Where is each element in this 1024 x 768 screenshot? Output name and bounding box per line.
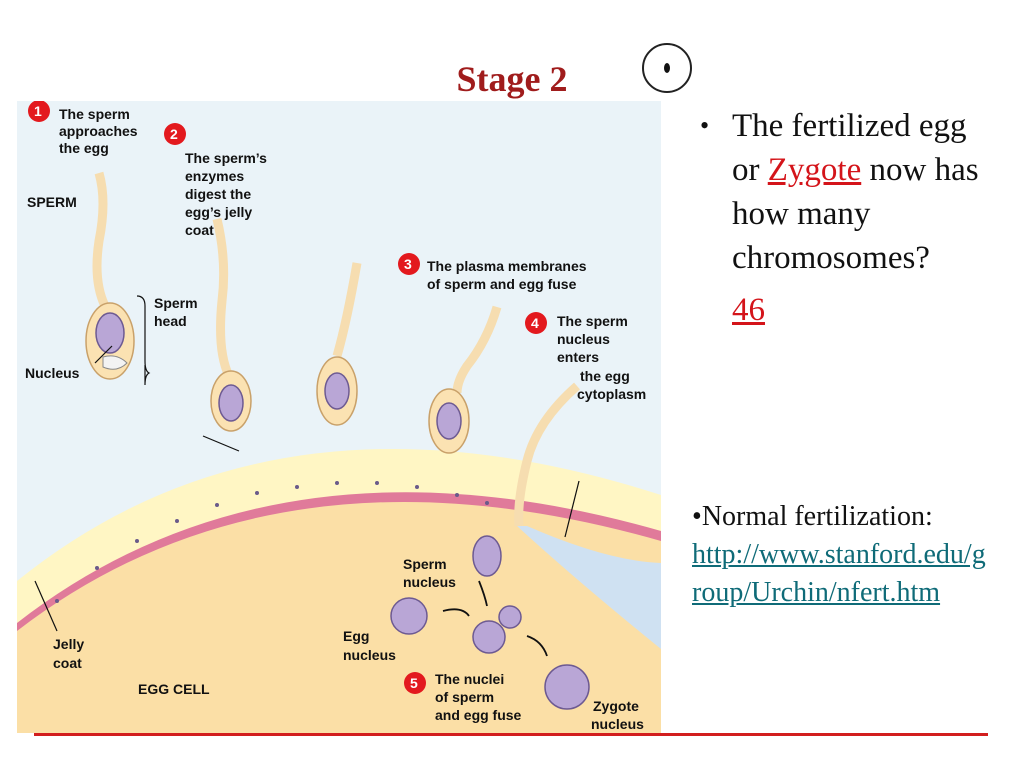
slide-title: Stage 2 [456,59,568,99]
svg-text:3: 3 [404,256,412,272]
step2-line2: enzymes [185,168,244,184]
egg-nucleus [390,597,428,635]
pointer-lines [34,295,580,632]
step2-line3: digest the [185,186,251,202]
answer-link[interactable]: 46 [732,292,765,328]
sperm-fusing [316,262,362,426]
normal-fertilization-label: Normal fertilization: [701,501,933,532]
sperm-tail-entering [514,382,580,527]
step4-line3: enters [557,349,599,365]
svg-text:5: 5 [410,675,418,691]
sperm-nucleus [472,535,502,577]
stanford-link[interactable]: http://www.stanford.edu/group/Urchin/nfe… [692,539,986,608]
step4-line5: cytoplasm [577,386,646,402]
step-badge-5: 5 [404,672,426,694]
sperm-digesting [210,217,252,432]
zygote-label-1: Zygote [593,698,639,714]
step5-line2: of sperm [435,689,494,705]
process-arrows [442,580,548,657]
step1-line1: The sperm [59,106,130,122]
jelly-label-2: coat [53,655,82,671]
sperm-free [85,171,135,380]
membrane-granules [55,481,489,603]
sperm-nucleus-label-1: Sperm [403,556,447,572]
question-text: The fertilized egg or Zygote now has how… [732,104,1002,332]
footer-divider [34,733,988,736]
step1-line3: the egg [59,140,109,156]
question-prefix: The fertilized egg or [732,108,967,188]
step2-line5: coat [185,222,214,238]
step-badge-1: 1 [28,101,50,122]
sperm-head-label-1: Sperm [154,295,198,311]
sperm-entering [428,305,502,454]
step4-line4: the egg [580,368,630,384]
egg-cell-label: EGG CELL [138,681,210,697]
step2-line4: egg’s jelly [185,204,252,220]
step1-line2: approaches [59,123,138,139]
nucleus-label: Nucleus [25,365,80,381]
zygote-link[interactable]: Zygote [767,152,862,188]
fusing-nuclei [472,605,522,654]
sperm-head-label-2: head [154,313,187,329]
cursor-icon [642,43,692,93]
bullet-icon: • [700,111,710,140]
normal-fertilization-block: •Normal fertilization: http://www.stanfo… [692,498,992,612]
step-badge-2: 2 [164,123,186,145]
normal-bullet-icon: • [692,501,702,532]
jelly-label-1: Jelly [53,636,84,652]
zygote-nucleus [544,664,590,710]
fertilization-envelope [517,526,661,649]
step5-line3: and egg fuse [435,707,522,723]
step3-line2: of sperm and egg fuse [427,276,577,292]
step4-line2: nucleus [557,331,610,347]
sperm-nucleus-label-2: nucleus [403,574,456,590]
step-badge-3: 3 [398,253,420,275]
step2-line1: The sperm’s [185,150,267,166]
egg-nucleus-label-1: Egg [343,628,369,644]
egg-nucleus-label-2: nucleus [343,647,396,663]
svg-text:1: 1 [34,103,42,119]
svg-text:2: 2 [170,126,178,142]
step-badge-4: 4 [525,312,547,334]
zygote-label-2: nucleus [591,716,644,732]
fertilization-diagram: 1 2 3 4 5 The sperm approaches the egg T… [17,101,661,733]
svg-text:4: 4 [531,315,539,331]
step5-line1: The nuclei [435,671,504,687]
step3-line1: The plasma membranes [427,258,587,274]
question-suffix: now has how many chromosomes? [732,152,979,276]
step4-line1: The sperm [557,313,628,329]
sperm-label: SPERM [27,194,77,210]
